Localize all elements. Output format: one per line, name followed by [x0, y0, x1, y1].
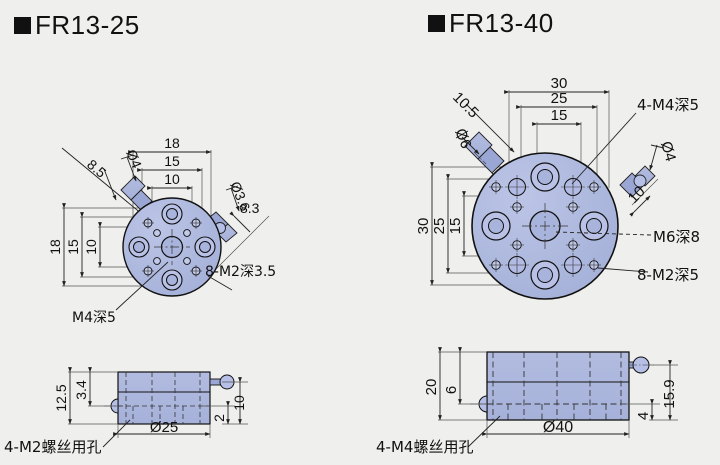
left-note-m4: M4深5 — [72, 310, 116, 326]
left-m2-holes — [142, 217, 202, 277]
left-side-note: 4-M2螺丝用孔 — [4, 438, 101, 456]
right-side-view: 20 6 15.9 4 Ø40 4-M4螺丝用孔 — [376, 347, 678, 456]
right-side-dim-159: 15.9 — [661, 379, 678, 408]
left-side-dim-125: 12.5 — [53, 384, 69, 411]
right-side-dim-6: 6 — [443, 386, 460, 394]
left-dim-top-15: 15 — [164, 153, 180, 169]
right-m4-holes — [505, 175, 585, 277]
left-body-rect — [117, 371, 211, 425]
right-callout-dia6: Ø6 — [451, 126, 474, 151]
right-body-rect — [486, 351, 630, 421]
left-callout-8p3: 8.3 — [240, 200, 260, 216]
left-counterbore-holes — [128, 203, 216, 291]
left-side-dim-34: 3.4 — [73, 380, 89, 400]
title-right: FR13-40 — [428, 10, 554, 36]
right-note-m2: 8-M2深5 — [637, 266, 699, 284]
right-note-m4: 4-M4深5 — [637, 96, 699, 114]
right-top-view: 30 25 15 30 25 15 — [415, 75, 700, 300]
right-dim-left-25: 25 — [431, 218, 448, 235]
left-hidden-lines — [118, 372, 210, 424]
left-note-m2: 8-M2深3.5 — [205, 264, 276, 280]
right-callout-10p5: 10.5 — [449, 89, 482, 122]
right-dim-top-15: 15 — [551, 107, 568, 124]
title-right-label: FR13-40 — [449, 8, 554, 38]
left-side-dim-2: 2 — [211, 414, 227, 422]
right-center-hole — [522, 203, 568, 249]
square-bullet-icon — [428, 14, 445, 32]
left-center-hole — [154, 229, 190, 265]
right-callout-dia4: Ø4 — [657, 139, 679, 163]
right-dim-top-30: 30 — [551, 75, 568, 92]
title-left: FR13-25 — [14, 12, 140, 38]
right-dim-top-25: 25 — [551, 90, 568, 107]
right-hidden-lines — [487, 352, 629, 420]
left-dim-left-18: 18 — [47, 239, 63, 255]
right-side-note: 4-M4螺丝用孔 — [376, 438, 473, 456]
right-side-dim-4: 4 — [635, 412, 652, 420]
right-side-dim-20: 20 — [423, 379, 440, 396]
right-side-dim-dia40: Ø40 — [543, 419, 573, 436]
right-dim-left-30: 30 — [415, 218, 432, 235]
title-left-label: FR13-25 — [35, 10, 140, 40]
left-callout-dia4: Ø4 — [123, 147, 145, 171]
left-callout-8p5: 8.5 — [84, 156, 109, 181]
left-dim-left-15: 15 — [65, 239, 81, 255]
right-right-nozzle — [619, 165, 656, 198]
left-dim-top-10: 10 — [164, 171, 180, 187]
right-note-m6: M6深8 — [653, 228, 700, 246]
left-side-view: 12.5 3.4 10 2 Ø25 4-M2螺丝用孔 — [4, 367, 248, 456]
right-dim-left-15: 15 — [447, 218, 464, 235]
left-side-dim-dia25: Ø25 — [150, 419, 178, 436]
left-top-view: 18 15 10 18 15 10 — [47, 135, 276, 326]
left-side-dim-10: 10 — [231, 395, 247, 411]
right-m2-holes — [489, 180, 601, 272]
left-dim-top-18: 18 — [164, 135, 180, 151]
square-bullet-icon — [14, 16, 31, 34]
left-dim-left-10: 10 — [83, 239, 99, 255]
